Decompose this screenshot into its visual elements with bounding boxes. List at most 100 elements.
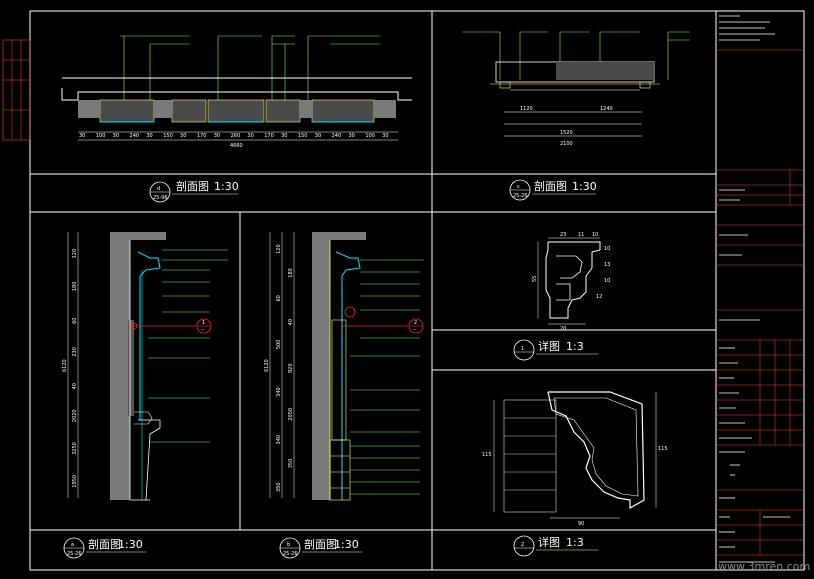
section-b-view-id: b bbox=[287, 542, 290, 548]
detail-1-dimension-3: 10 bbox=[604, 246, 610, 252]
detail-2-title-bubble: 2 详图 1:3 bbox=[513, 535, 598, 557]
section-a-dimension-7: 1950 bbox=[72, 475, 78, 488]
plan-a-dimension-17: 100 bbox=[365, 133, 375, 139]
detail-1-view-scale: 1:3 bbox=[566, 340, 584, 353]
plan-b-view-scale: 1:30 bbox=[572, 180, 597, 193]
plan-a-dimension-1: 100 bbox=[96, 133, 106, 139]
binding-strip bbox=[2, 39, 31, 141]
section-b-dimension-0: 120 bbox=[276, 244, 282, 254]
section-b-dimension-1: 180 bbox=[288, 268, 294, 278]
section-b-dimension-3: 40 bbox=[288, 319, 294, 325]
section-a-dimension-2: 60 bbox=[72, 318, 78, 324]
detail-2-bottom-dimension: 90 bbox=[578, 521, 584, 527]
section-a-title-bubble: a 25-26 剖面图 1:30 bbox=[63, 537, 146, 559]
plan-a-view-title: 剖面图 bbox=[176, 179, 209, 193]
detail-2-view-title: 详图 bbox=[538, 535, 560, 549]
plan-a-dimension-8: 30 bbox=[214, 133, 220, 139]
section-marker-1-ref: -- bbox=[201, 327, 205, 333]
plan-a-dimension-2: 30 bbox=[113, 133, 119, 139]
plan-a-dimension-6: 30 bbox=[180, 133, 186, 139]
section-b-view-scale: 1:30 bbox=[334, 538, 359, 551]
section-marker-2-ref: -- bbox=[413, 327, 417, 333]
section-b-dimension-10: 350 bbox=[276, 483, 282, 493]
section-a-view-id: a bbox=[71, 542, 74, 548]
detail-2-left-dimension: 115 bbox=[482, 452, 492, 458]
plan-a-view-scale: 1:30 bbox=[214, 180, 239, 193]
section-a-view-ref: 25-26 bbox=[67, 551, 82, 557]
plan-a-title-bubble: d 25-96 剖面图 1:30 bbox=[149, 179, 239, 203]
plan-a-view-ref: 25-96 bbox=[153, 195, 168, 201]
title-block bbox=[716, 15, 804, 563]
section-a-view: 120 180 60 230 40 2020 3250 1950 6120 1 -- bbox=[62, 232, 228, 501]
section-a-view-scale: 1:30 bbox=[118, 538, 143, 551]
section-b-dimension-8: 340 bbox=[276, 435, 282, 445]
detail-1-dimension-7: 55 bbox=[532, 276, 538, 282]
plan-a-dimension-0: 30 bbox=[79, 133, 85, 139]
section-a-dimension-6: 3250 bbox=[72, 442, 78, 455]
section-b-view: 120 180 60 40 500 920 340 2050 340 350 350 6120 2 -… bbox=[264, 232, 424, 501]
detail-1-title-bubble: 1 详图 1:3 bbox=[513, 339, 598, 361]
detail-1-view-title: 详图 bbox=[538, 339, 560, 353]
section-b-dimension-5: 920 bbox=[288, 363, 294, 373]
detail-2-view: 115 115 90 bbox=[482, 391, 668, 527]
section-marker-2-label: 2 bbox=[414, 320, 417, 326]
section-b-dimension-6: 340 bbox=[276, 387, 282, 397]
section-b-dimension-7: 2050 bbox=[288, 408, 294, 421]
plan-b-dimension-1: 1240 bbox=[600, 106, 613, 112]
section-b-dimension-9: 350 bbox=[288, 459, 294, 469]
section-a-dimension-4: 40 bbox=[72, 383, 78, 389]
plan-a-dimension-14: 30 bbox=[315, 133, 321, 139]
drawing-frame bbox=[29, 10, 805, 571]
plan-b-view-ref: 25-26 bbox=[513, 193, 528, 199]
plan-b-view: 1120 1240 1520 2100 bbox=[462, 31, 690, 147]
plan-a-dimension-4: 30 bbox=[146, 133, 152, 139]
plan-b-title-bubble: c 25-26 剖面图 1:30 bbox=[509, 179, 597, 201]
plan-a-dimension-5: 150 bbox=[163, 133, 173, 139]
plan-b-total-dimension: 2100 bbox=[560, 141, 573, 147]
plan-a-dimension-3: 240 bbox=[130, 133, 140, 139]
plan-b-dimension-0: 1120 bbox=[520, 106, 533, 112]
section-a-dimension-5: 2020 bbox=[72, 409, 78, 422]
section-a-view-title: 剖面图 bbox=[88, 537, 121, 551]
section-b-dimension-2: 60 bbox=[276, 295, 282, 301]
detail-1-view: 23 11 10 10 13 10 12 55 20 bbox=[532, 232, 610, 332]
detail-1-dimension-1: 11 bbox=[578, 232, 584, 238]
watermark: www.3mren.com bbox=[718, 560, 810, 573]
detail-1-dimension-8: 20 bbox=[560, 326, 566, 332]
section-a-total-dimension: 6120 bbox=[62, 359, 68, 372]
plan-a-dimension-11: 170 bbox=[264, 133, 274, 139]
panel-grid bbox=[30, 11, 717, 570]
section-a-dimension-1: 180 bbox=[72, 282, 78, 292]
section-b-view-title: 剖面图 bbox=[304, 537, 337, 551]
section-b-title-bubble: b 25-26 剖面图 1:30 bbox=[279, 537, 362, 559]
plan-a-dimension-16: 30 bbox=[348, 133, 354, 139]
detail-2-right-dimension: 115 bbox=[658, 446, 668, 452]
section-marker-1-label: 1 bbox=[202, 320, 205, 326]
detail-2-view-scale: 1:3 bbox=[566, 536, 584, 549]
plan-a-dimension-10: 30 bbox=[247, 133, 253, 139]
plan-a-view: 30 100 30 240 30 150 30 170 30 260 30 170 30 150 30 240… bbox=[61, 35, 412, 149]
section-a-dimension-0: 120 bbox=[72, 249, 78, 259]
plan-b-view-title: 剖面图 bbox=[534, 179, 567, 193]
plan-a-dimension-13: 150 bbox=[298, 133, 308, 139]
section-b-dimension-4: 500 bbox=[276, 340, 282, 350]
plan-b-view-id: c bbox=[517, 184, 520, 190]
plan-a-dimension-12: 30 bbox=[281, 133, 287, 139]
detail-2-view-id: 2 bbox=[521, 542, 524, 548]
detail-1-dimension-4: 13 bbox=[604, 262, 610, 268]
detail-1-dimension-6: 12 bbox=[596, 294, 602, 300]
section-a-dimension-3: 230 bbox=[72, 347, 78, 357]
plan-a-total-dimension: 4660 bbox=[230, 143, 243, 149]
plan-b-mid-dimension: 1520 bbox=[560, 130, 573, 136]
detail-1-dimension-0: 23 bbox=[560, 232, 566, 238]
plan-a-dimension-9: 260 bbox=[231, 133, 241, 139]
section-b-view-ref: 25-26 bbox=[283, 551, 298, 557]
plan-a-dimension-18: 30 bbox=[382, 133, 388, 139]
detail-1-dimension-2: 10 bbox=[592, 232, 598, 238]
detail-1-dimension-5: 10 bbox=[604, 278, 610, 284]
plan-a-dimension-15: 240 bbox=[332, 133, 342, 139]
plan-a-view-id: d bbox=[157, 186, 160, 192]
section-b-total-dimension: 6120 bbox=[264, 359, 270, 372]
plan-a-dimension-7: 170 bbox=[197, 133, 207, 139]
